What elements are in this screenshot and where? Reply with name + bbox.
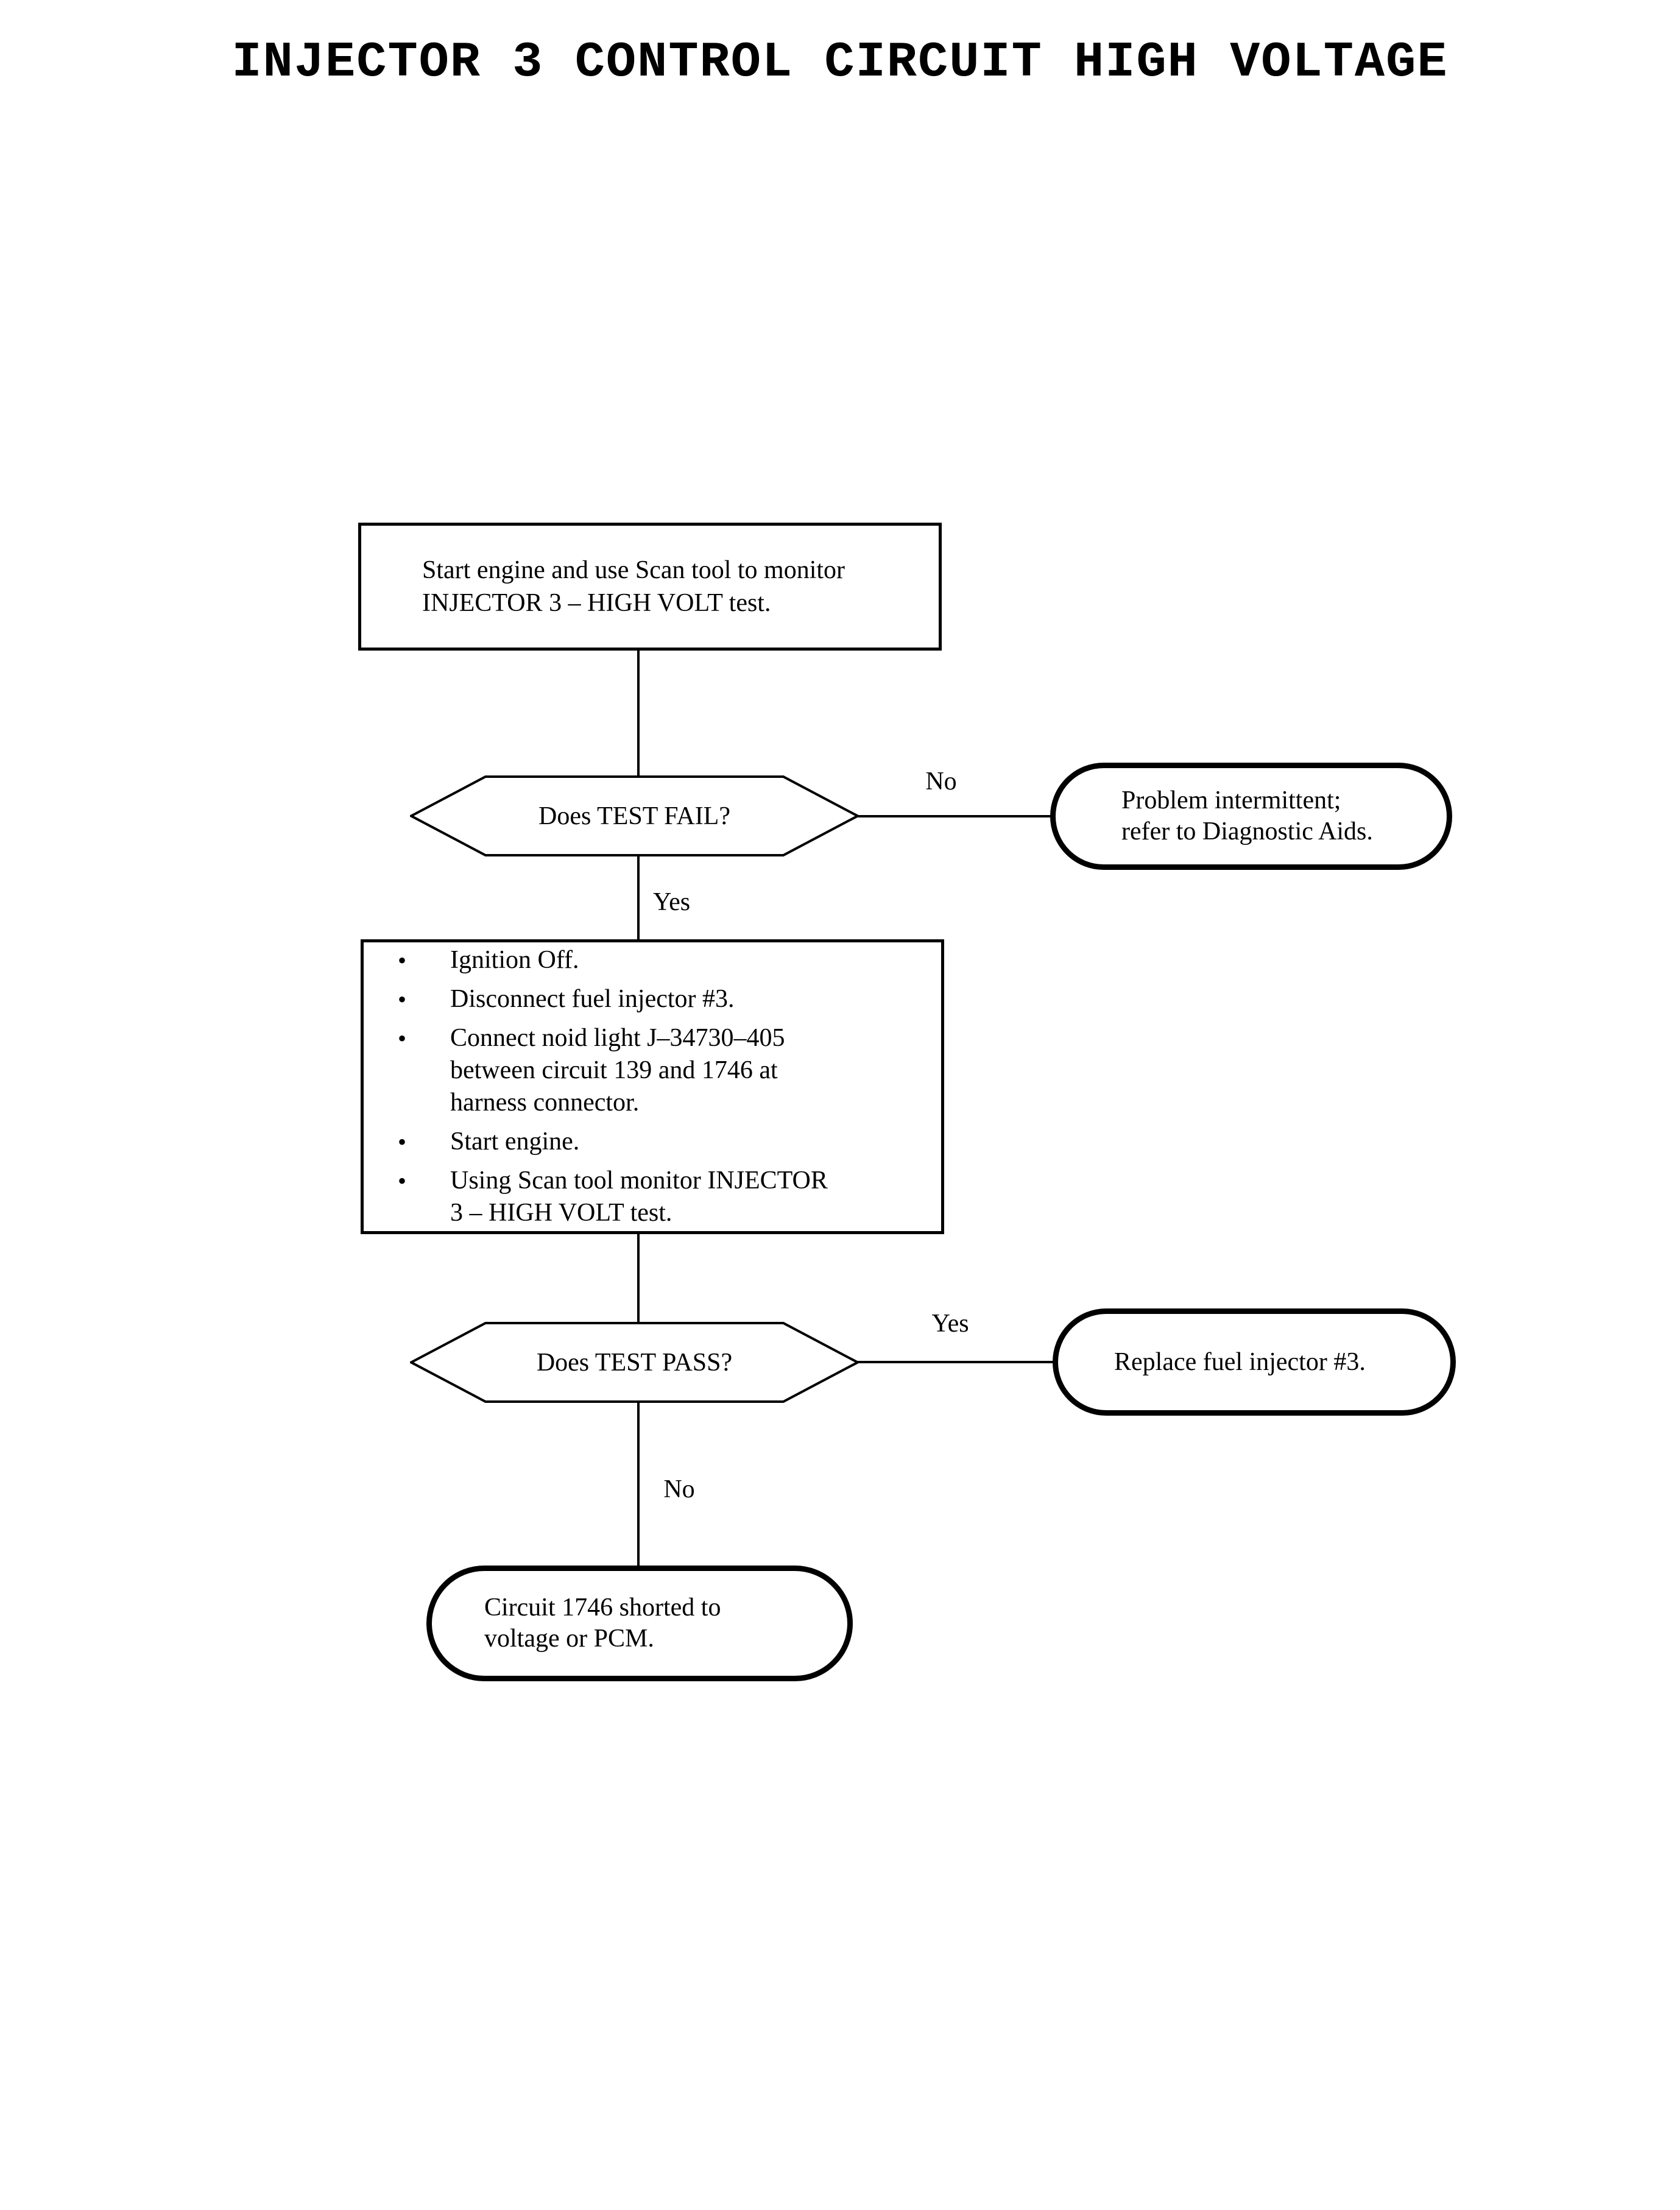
steps-list: • Ignition Off. • Disconnect fuel inject… bbox=[398, 944, 929, 1229]
connector-decision1-to-intermittent bbox=[858, 815, 1053, 817]
step-line: Connect noid light J–34730–405 bbox=[450, 1024, 785, 1052]
intermittent-line-2: refer to Diagnostic Aids. bbox=[1121, 817, 1373, 846]
step-item-start-engine: • Start engine. bbox=[398, 1126, 929, 1158]
bullet-icon: • bbox=[398, 1025, 407, 1052]
intermittent-line-1: Problem intermittent; bbox=[1121, 786, 1341, 814]
decision1-hexagon: Does TEST FAIL? bbox=[410, 775, 859, 856]
connector-decision1-to-steps bbox=[637, 855, 640, 941]
connector-decision2-to-shorted bbox=[637, 1402, 640, 1567]
intermittent-terminal: Problem intermittent; refer to Diagnosti… bbox=[1050, 763, 1452, 870]
page-title: INJECTOR 3 CONTROL CIRCUIT HIGH VOLTAGE bbox=[231, 34, 1449, 91]
step-line: 3 – HIGH VOLT test. bbox=[450, 1199, 672, 1227]
bullet-icon: • bbox=[398, 1128, 407, 1156]
connector-decision2-to-replace bbox=[858, 1361, 1054, 1363]
step-item-disconnect-injector: • Disconnect fuel injector #3. bbox=[398, 983, 929, 1015]
replace-terminal-label: Replace fuel injector #3. bbox=[1114, 1347, 1366, 1376]
replace-terminal: Replace fuel injector #3. bbox=[1053, 1308, 1456, 1416]
step-line: Using Scan tool monitor INJECTOR bbox=[450, 1167, 828, 1195]
connector-start-to-decision1 bbox=[637, 649, 640, 777]
shorted-line-2: voltage or PCM. bbox=[484, 1625, 654, 1653]
shorted-terminal: Circuit 1746 shorted to voltage or PCM. bbox=[426, 1566, 853, 1681]
decision2-hexagon: Does TEST PASS? bbox=[410, 1322, 859, 1403]
step-line: between circuit 139 and 1746 at bbox=[450, 1056, 778, 1084]
decision1-yes-label: Yes bbox=[653, 888, 691, 916]
decision1-label: Does TEST FAIL? bbox=[538, 802, 730, 830]
shorted-line-1: Circuit 1746 shorted to bbox=[484, 1594, 721, 1622]
decision2-label: Does TEST PASS? bbox=[536, 1348, 733, 1377]
start-box-line-2: INJECTOR 3 – HIGH VOLT test. bbox=[422, 589, 771, 617]
decision1-no-label: No bbox=[925, 768, 957, 796]
step-line: harness connector. bbox=[450, 1089, 640, 1117]
decision2-yes-label: Yes bbox=[931, 1310, 969, 1338]
step-line: Ignition Off. bbox=[450, 946, 579, 974]
decision2-no-label: No bbox=[663, 1475, 695, 1503]
step-item-connect-noid-light: • Connect noid light J–34730–405 between… bbox=[398, 1022, 929, 1119]
step-item-ignition-off: • Ignition Off. bbox=[398, 944, 929, 976]
steps-process-box: • Ignition Off. • Disconnect fuel inject… bbox=[361, 939, 944, 1234]
step-line: Start engine. bbox=[450, 1128, 580, 1156]
step-line: Disconnect fuel injector #3. bbox=[450, 985, 735, 1013]
start-process-box: Start engine and use Scan tool to monito… bbox=[358, 523, 942, 651]
connector-steps-to-decision2 bbox=[637, 1233, 640, 1324]
step-item-monitor-test: • Using Scan tool monitor INJECTOR 3 – H… bbox=[398, 1165, 929, 1229]
bullet-icon: • bbox=[398, 947, 407, 974]
start-box-line-1: Start engine and use Scan tool to monito… bbox=[422, 556, 845, 584]
bullet-icon: • bbox=[398, 986, 407, 1013]
bullet-icon: • bbox=[398, 1167, 407, 1195]
